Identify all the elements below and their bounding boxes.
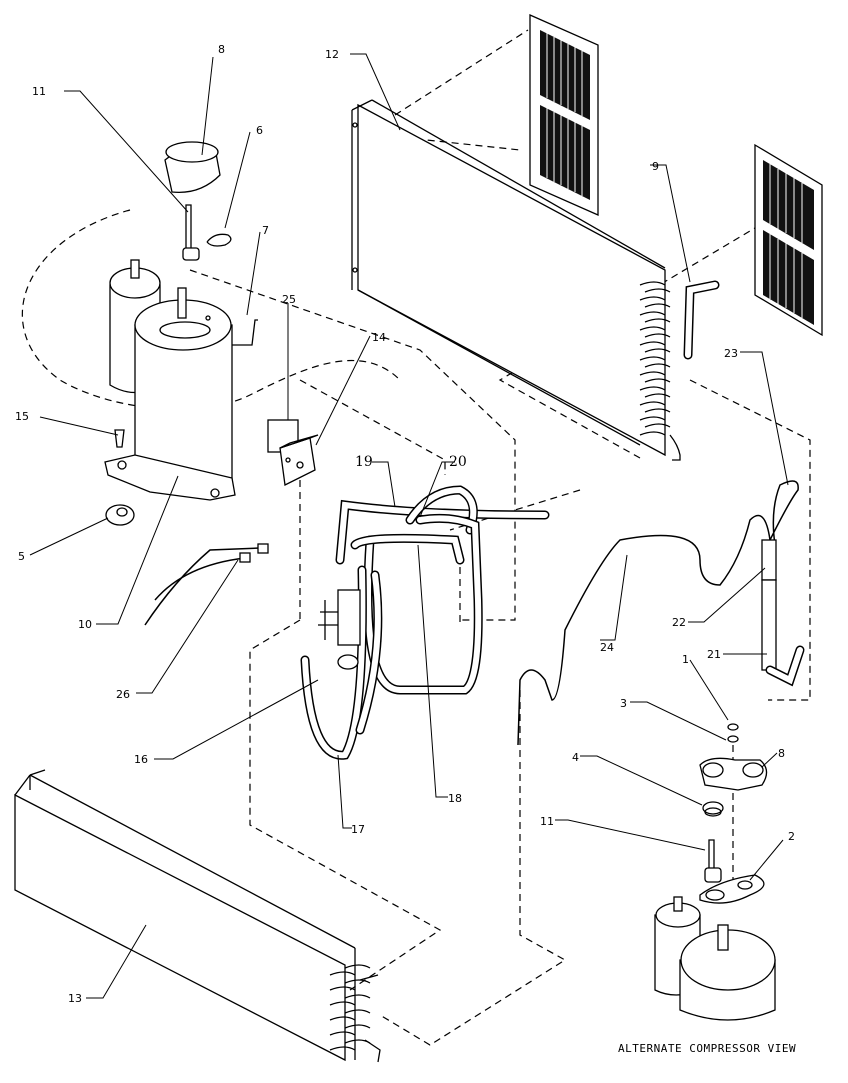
- alternate-compressor: [654, 723, 776, 1021]
- callout-7: 7: [262, 224, 269, 237]
- callout-11: 11: [32, 85, 46, 98]
- rear-grille-right: [754, 143, 823, 337]
- callout-25: 25: [282, 293, 296, 306]
- condenser-coil: [351, 99, 681, 461]
- callout-21: 21: [707, 648, 721, 661]
- condenser-return-bends: [639, 281, 671, 436]
- callout-14: 14: [372, 331, 386, 344]
- callout-2: 2: [788, 830, 795, 843]
- compressor-main: [104, 259, 258, 501]
- grommet: [105, 504, 135, 526]
- callout-10: 10: [78, 618, 92, 631]
- terminal-cover: [164, 141, 221, 194]
- callout-16: 16: [134, 753, 148, 766]
- callout-24: 24: [600, 641, 614, 654]
- callout-13: 13: [68, 992, 82, 1005]
- callout-22: 22: [672, 616, 686, 629]
- callout-5: 5: [18, 550, 25, 563]
- overload-protector: [182, 204, 232, 261]
- callout-8: 8: [218, 43, 225, 56]
- callout-20: 20: [449, 454, 467, 470]
- callout-6: 6: [256, 124, 263, 137]
- callout-18: 18: [448, 792, 462, 805]
- evaporator-coil: [14, 769, 381, 1063]
- callout-12: 12: [325, 48, 339, 61]
- capillary-assembly: [517, 480, 805, 746]
- callout-3: 3: [620, 697, 627, 710]
- callout-8-alt: 8: [778, 747, 785, 760]
- callout-1: 1: [682, 653, 689, 666]
- assembly-dashed-lines: [21, 29, 811, 1046]
- bolt: [114, 429, 125, 448]
- callout-4: 4: [572, 751, 579, 764]
- callout-19: 19: [355, 454, 373, 470]
- wire-harness: [144, 543, 269, 626]
- callout-9: 9: [652, 160, 659, 173]
- rear-grille-top: [529, 14, 599, 216]
- callout-11-alt: 11: [540, 815, 554, 828]
- callout-labels: 8 11 6 7 15 5 10 12 25 14 9 23 22 21 1 3…: [15, 43, 795, 1005]
- callout-26: 26: [116, 688, 130, 701]
- tube-9: [683, 280, 720, 360]
- callout-17: 17: [351, 823, 365, 836]
- refrigerant-tubing: [300, 485, 550, 760]
- alternate-compressor-caption: ALTERNATE COMPRESSOR VIEW: [618, 1042, 796, 1055]
- callout-15: 15: [15, 410, 29, 423]
- relay-capacitor: [267, 419, 319, 486]
- leader-lines: [29, 53, 789, 999]
- callout-23: 23: [724, 347, 738, 360]
